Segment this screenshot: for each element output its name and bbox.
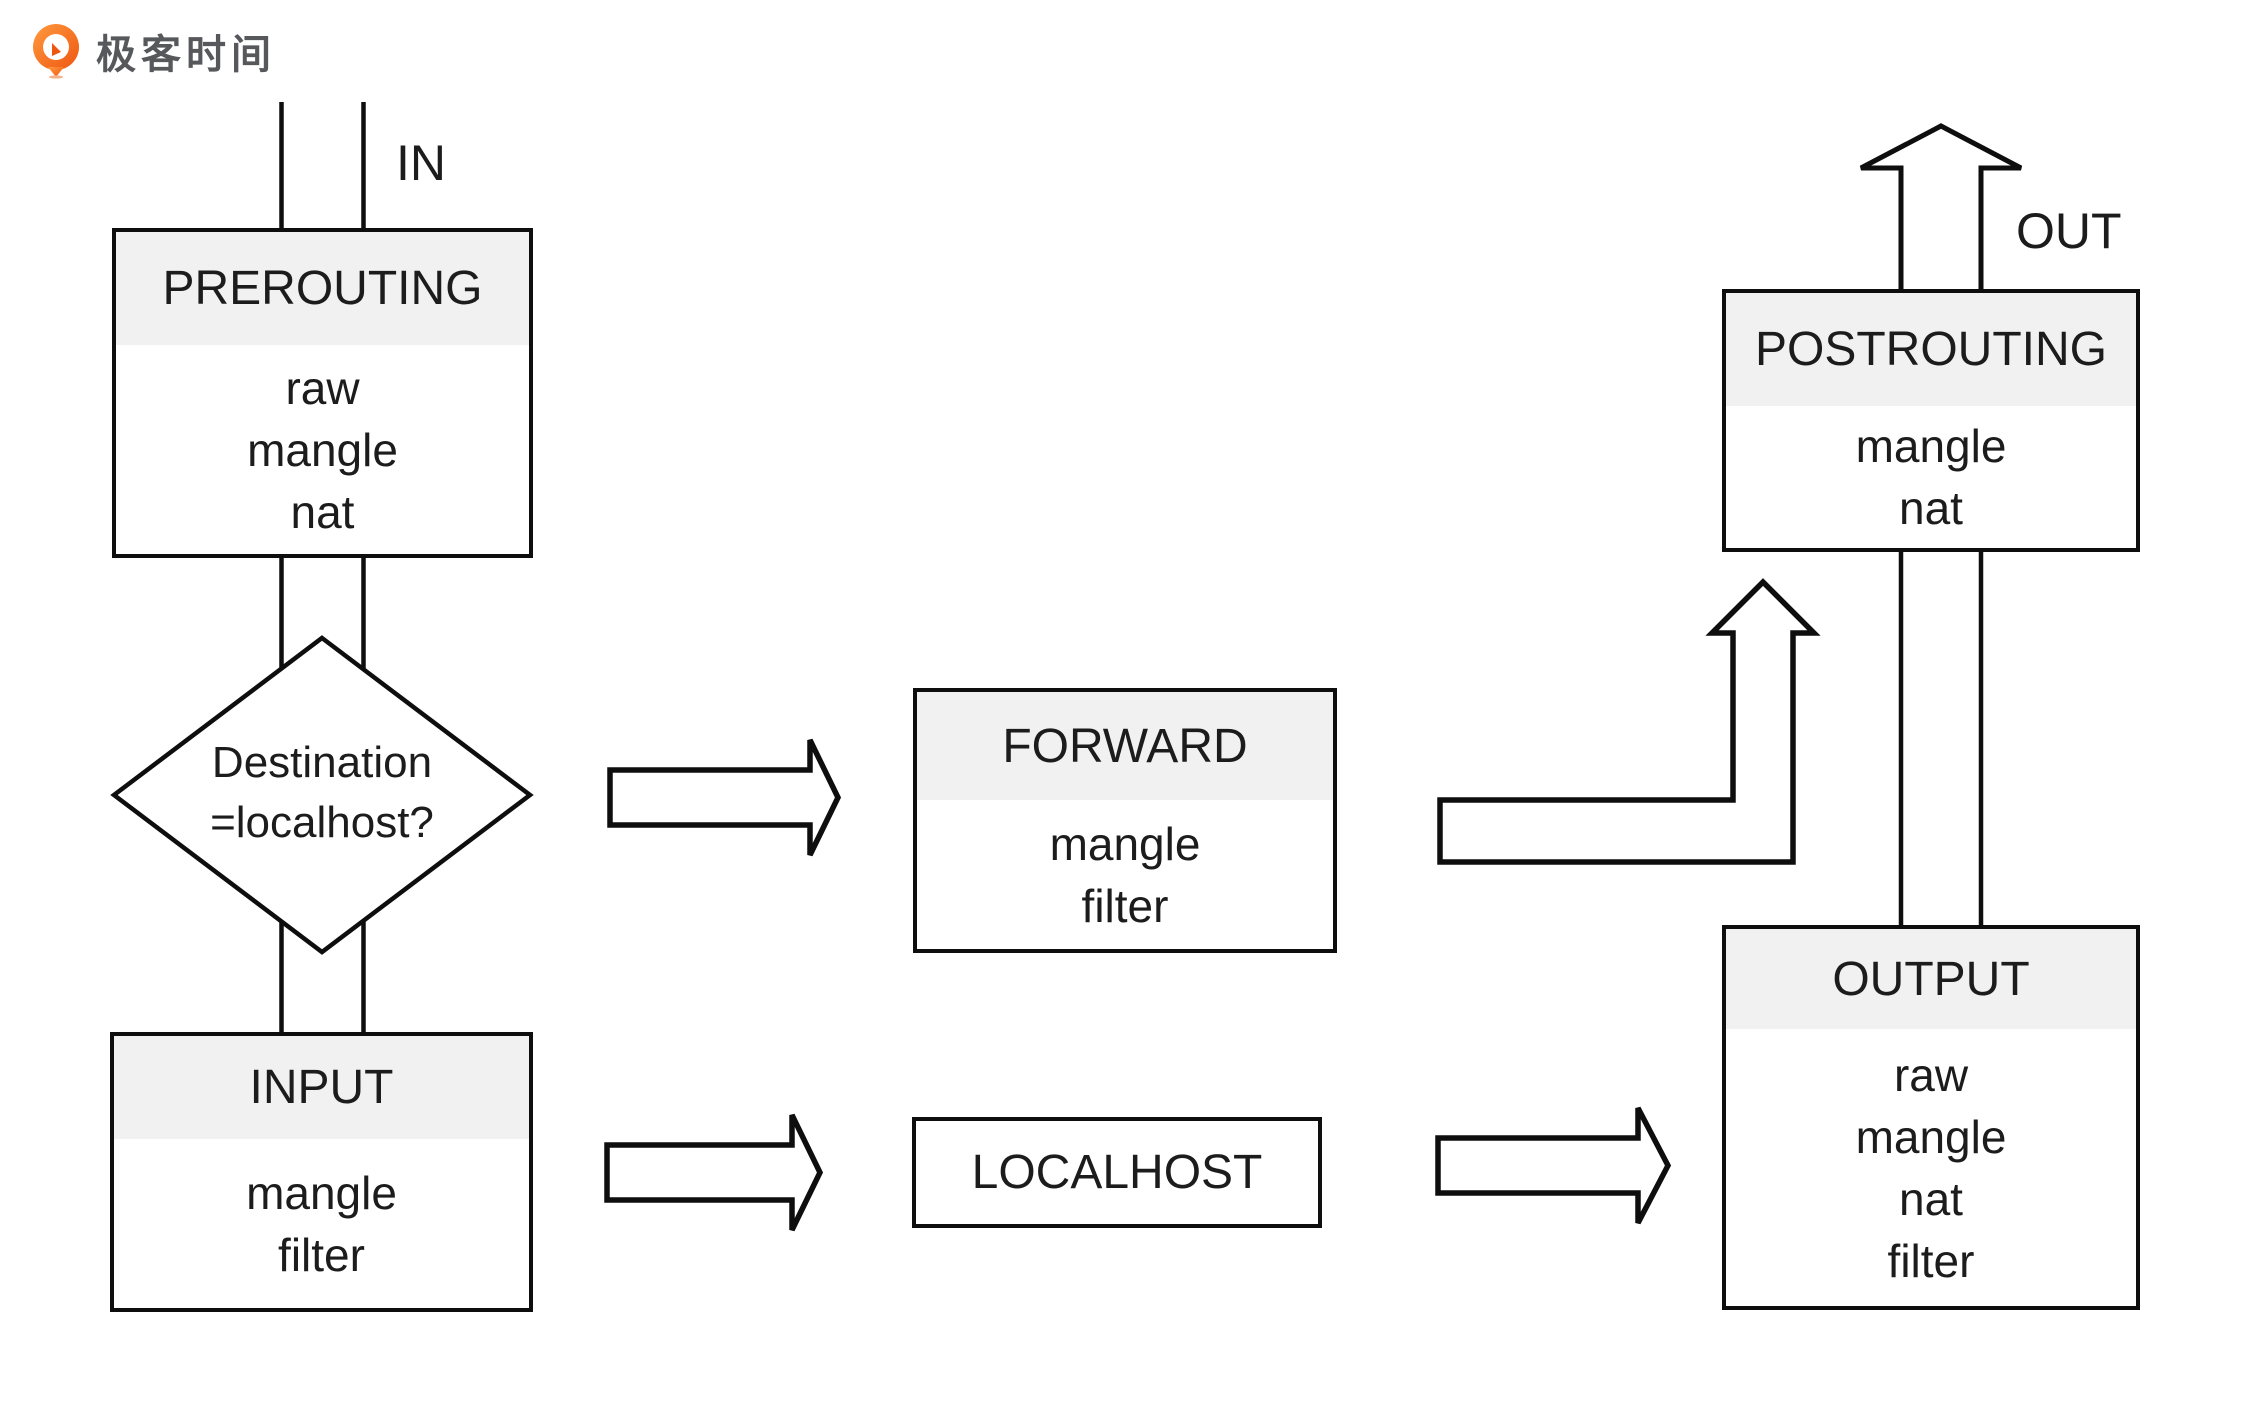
output-postrouting-connector-lines — [1898, 540, 1984, 935]
localhost-box: LOCALHOST — [912, 1117, 1322, 1228]
input-title: INPUT — [114, 1036, 529, 1139]
table-name: mangle — [1855, 1110, 2007, 1163]
prerouting-box: PREROUTING raw mangle nat — [112, 228, 533, 558]
table-name: nat — [290, 485, 355, 538]
out-label: OUT — [2016, 203, 2122, 259]
prerouting-tables: raw mangle nat — [116, 345, 529, 554]
output-tables: raw mangle nat filter — [1726, 1029, 2136, 1306]
table-name: filter — [1887, 1234, 1975, 1287]
forward-box: FORWARD mangle filter — [913, 688, 1337, 953]
table-name: mangle — [247, 423, 398, 476]
postrouting-tables: mangle nat — [1726, 406, 2136, 548]
input-box: INPUT mangle filter — [110, 1032, 533, 1312]
table-name: filter — [1081, 879, 1169, 932]
prerouting-title: PREROUTING — [116, 232, 529, 345]
arrow-forward-to-postrouting — [1437, 578, 1821, 865]
decision-line: Destination — [211, 738, 433, 787]
decision-text: Destination =localhost? — [114, 733, 530, 853]
table-name: nat — [1899, 482, 1963, 534]
output-box: OUTPUT raw mangle nat filter — [1722, 925, 2140, 1310]
table-name: filter — [278, 1228, 365, 1281]
logo-text: 极客时间 — [96, 33, 276, 77]
geektime-logo-icon — [33, 24, 79, 79]
table-name: mangle — [246, 1166, 397, 1219]
forward-tables: mangle filter — [917, 800, 1333, 949]
arrow-to-localhost — [604, 1113, 824, 1232]
in-label: IN — [396, 135, 446, 191]
table-name: raw — [285, 361, 360, 414]
postrouting-box: POSTROUTING mangle nat — [1722, 289, 2140, 552]
table-name: mangle — [1855, 420, 2007, 472]
decision-line: =localhost? — [210, 798, 434, 847]
arrow-to-forward — [607, 738, 842, 857]
table-name: raw — [1893, 1048, 1969, 1101]
table-name: mangle — [1049, 817, 1201, 870]
forward-title: FORWARD — [917, 692, 1333, 800]
localhost-title: LOCALHOST — [971, 1146, 1263, 1199]
decision-diamond — [110, 635, 534, 955]
out-arrow — [1859, 123, 2023, 292]
table-name: nat — [1899, 1172, 1963, 1225]
arrow-to-output — [1435, 1106, 1672, 1225]
postrouting-title: POSTROUTING — [1726, 293, 2136, 406]
logo: 极客时间 — [30, 22, 276, 80]
output-title: OUTPUT — [1726, 929, 2136, 1029]
input-tables: mangle filter — [114, 1139, 529, 1308]
in-connector-lines — [279, 102, 366, 240]
